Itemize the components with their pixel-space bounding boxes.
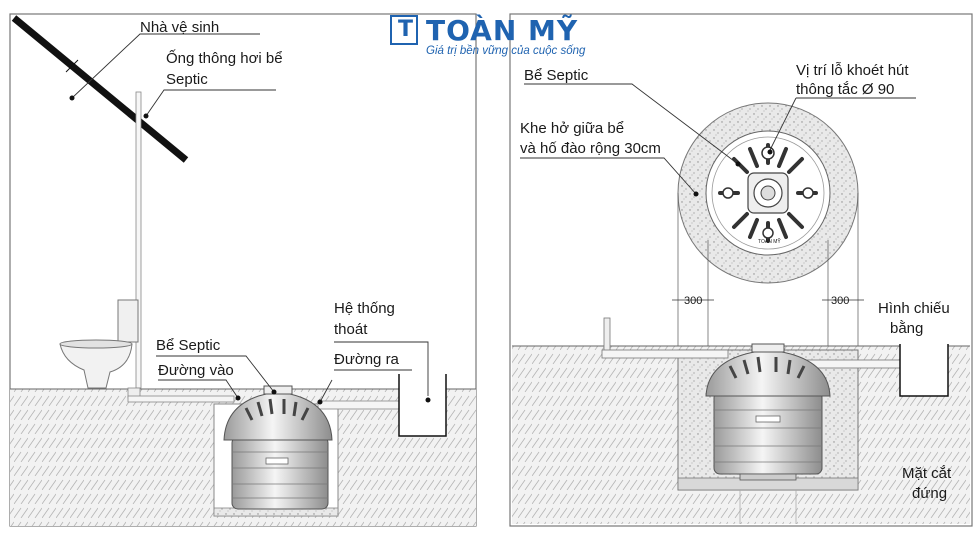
label-vent-pipe-1: Ống thông hơi bể: [166, 49, 283, 67]
label-section-view-1: Mặt cắt: [902, 465, 952, 482]
toilet-icon: [59, 299, 139, 389]
label-inlet: Đường vào: [158, 362, 234, 379]
label-suction-hole-1: Vị trí lỗ khoét hút: [796, 62, 909, 79]
label-toilet-house: Nhà vệ sinh: [140, 19, 219, 36]
right-leader-lines: [520, 83, 916, 195]
brand-name: TOÀN MỸ: [426, 14, 579, 47]
brand-slogan: Giá trị bền vững của cuộc sống: [426, 45, 586, 57]
brand-logo-icon: T: [390, 15, 418, 45]
right-frame: [509, 13, 973, 527]
label-septic-tank-right: Bể Septic: [524, 67, 589, 84]
left-leader-lines: [71, 33, 429, 403]
dimension-right: 300: [831, 295, 849, 307]
left-panel: Nhà vệ sinh Ống thông hơi bể Septic Bể S…: [9, 13, 477, 527]
label-outlet: Đường ra: [334, 351, 400, 368]
label-drain-system-1: Hệ thống: [334, 300, 395, 317]
vent-pipe: [135, 91, 142, 389]
right-inlet-pipe: [601, 349, 729, 359]
right-panel: TOÀN MỸ 300 300: [509, 13, 973, 527]
tank-badge: TOÀN MỸ: [758, 238, 781, 245]
label-vent-pipe-2: Septic: [166, 71, 208, 88]
inlet-pipe: [127, 395, 235, 403]
septic-tank-right: [705, 343, 831, 481]
label-drain-system-2: thoát: [334, 321, 368, 338]
septic-tank-left: [223, 385, 333, 510]
label-gap-2: và hố đào rộng 30cm: [520, 140, 661, 157]
drain-box: [398, 374, 447, 437]
right-drain-box: [899, 344, 949, 397]
label-section-view-2: đứng: [912, 485, 947, 502]
roof-line: [11, 15, 189, 163]
label-plan-view-1: Hình chiếu: [878, 300, 950, 317]
label-plan-view-2: bằng: [890, 320, 923, 337]
label-septic-tank-left: Bể Septic: [156, 337, 221, 354]
projection-lines: [677, 193, 859, 350]
label-gap-1: Khe hở giữa bể: [520, 120, 624, 137]
brand-header: T TOÀN MỸ Giá trị bền vững của cuộc sống: [390, 12, 650, 60]
plan-view: TOÀN MỸ: [677, 102, 859, 284]
label-suction-hole-2: thông tắc Ø 90: [796, 81, 894, 98]
dimension-marks: 300 300: [672, 295, 864, 307]
dimension-left: 300: [684, 295, 702, 307]
brand-logo-glyph: T: [398, 17, 414, 42]
